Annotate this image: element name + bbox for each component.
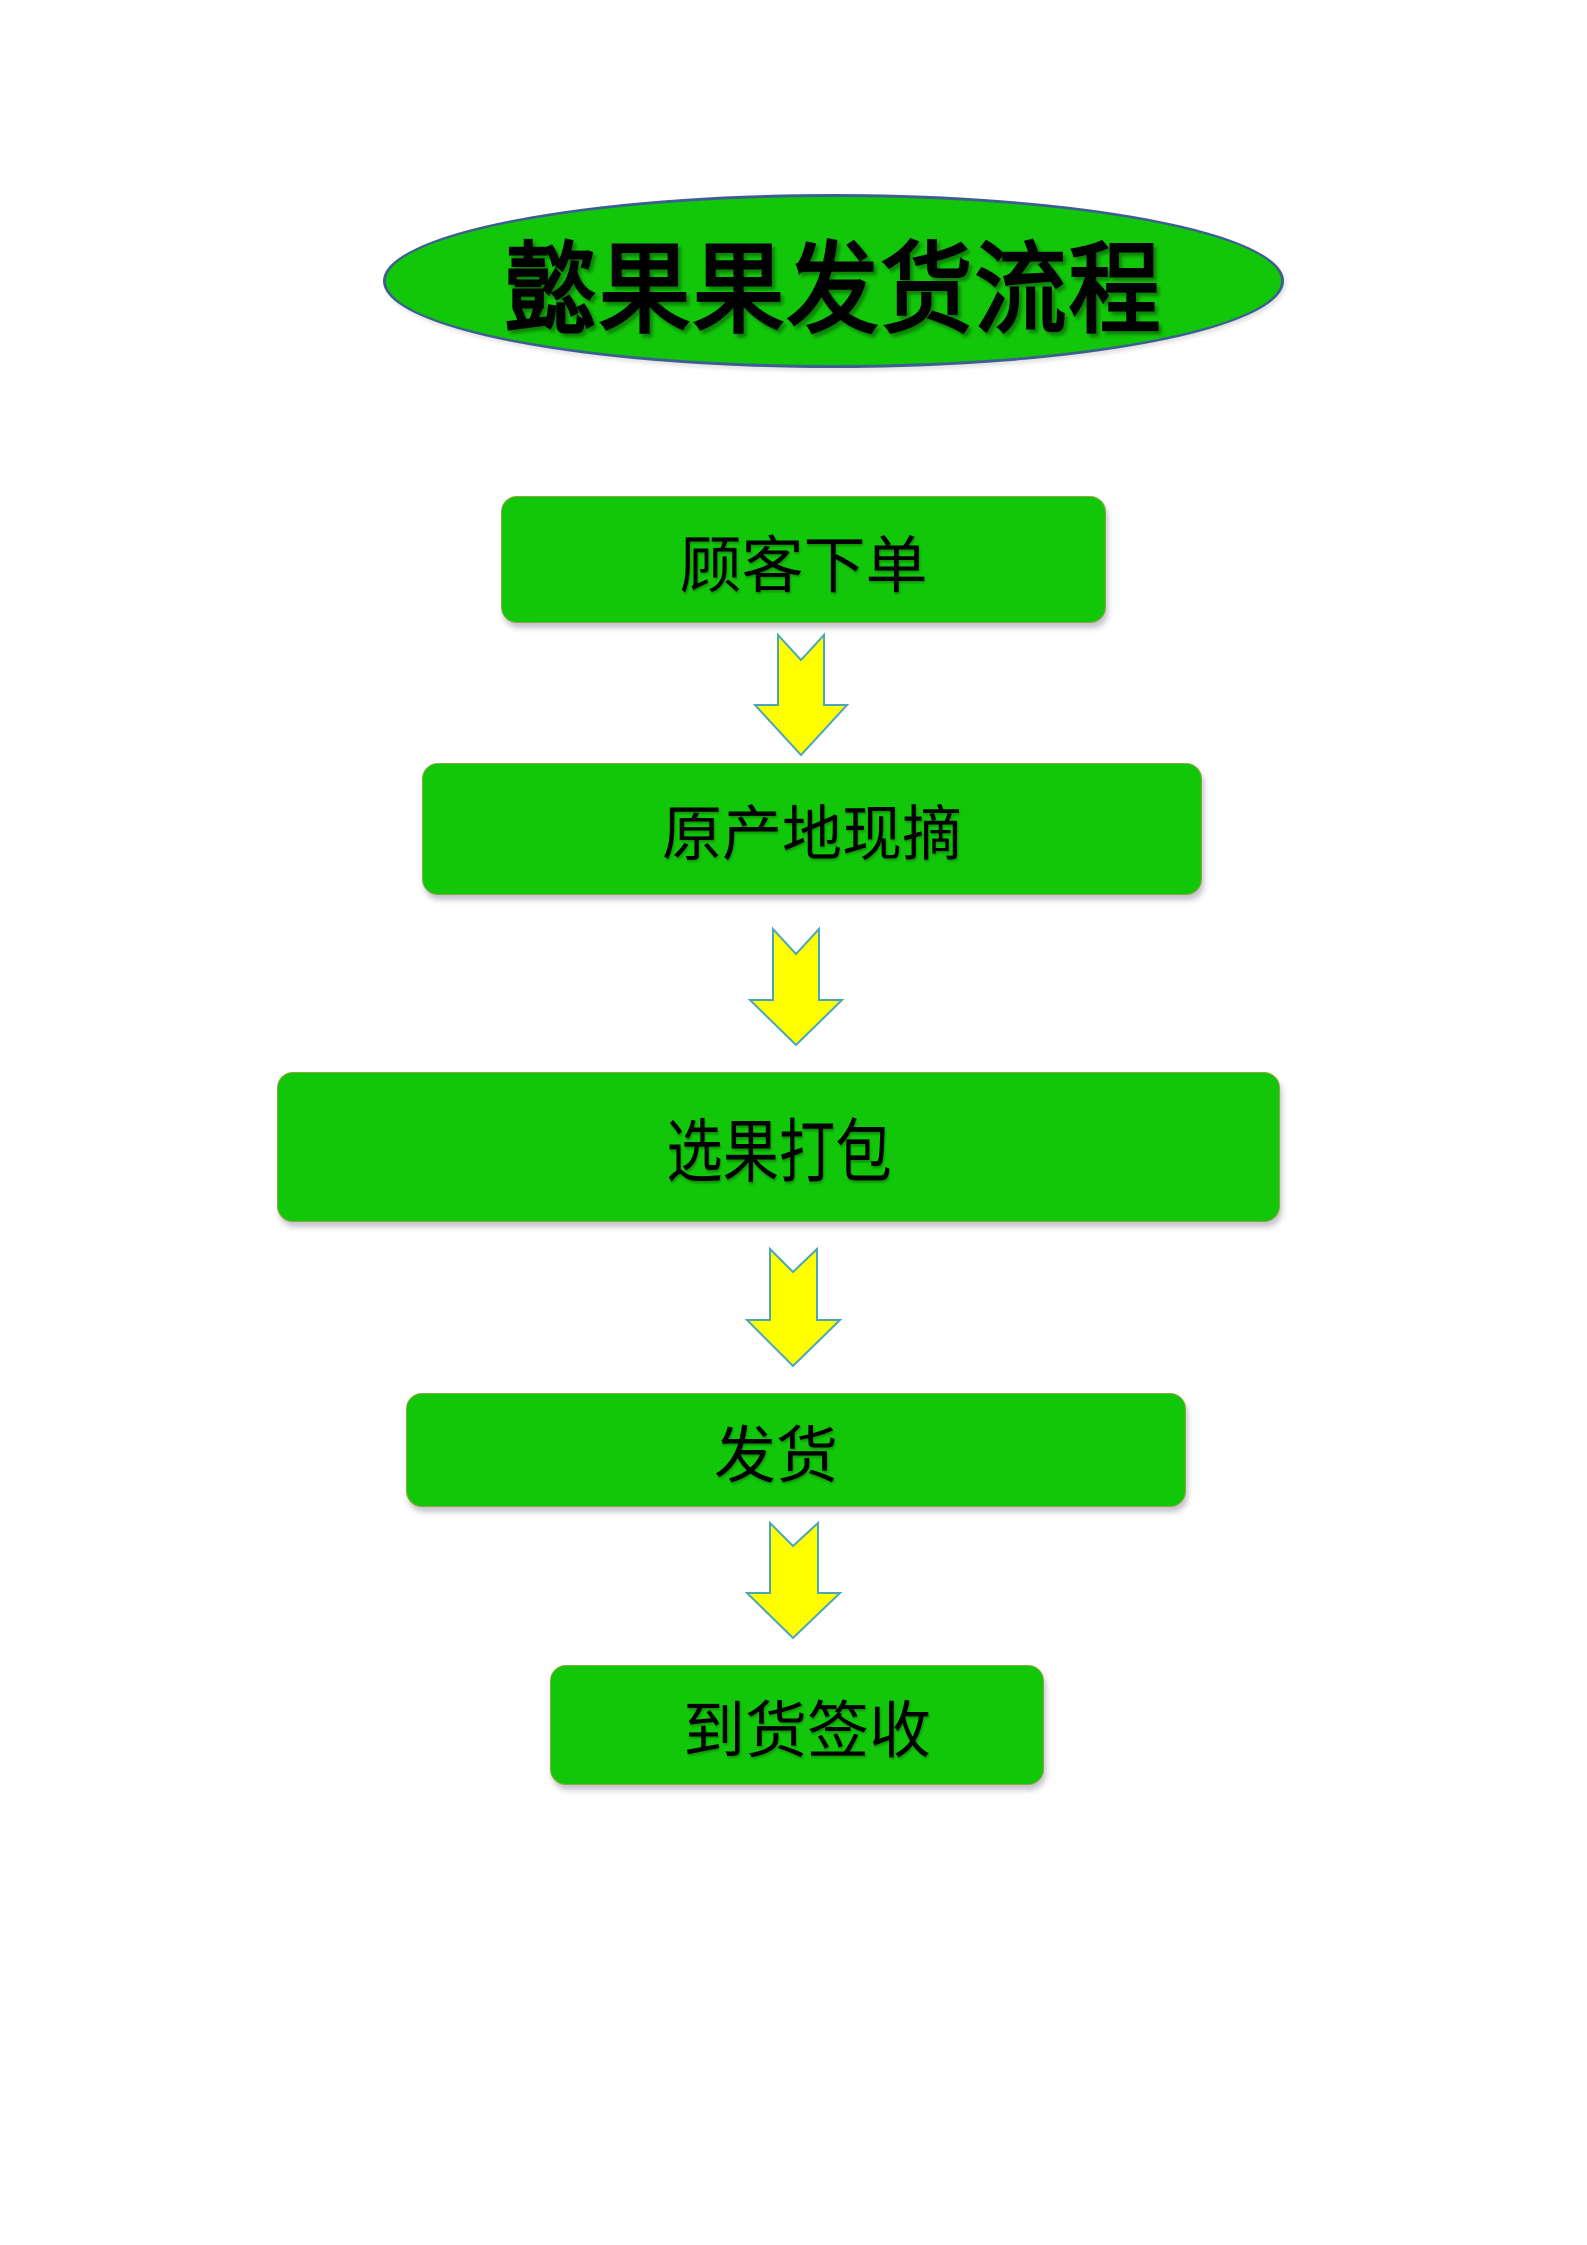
flow-step-sort-and-pack: 选果打包 [277, 1072, 1280, 1222]
down-arrow-icon [744, 1520, 843, 1640]
flow-step-label: 到货签收 [682, 1694, 931, 1767]
flow-step-label: 选果打包 [665, 1113, 892, 1194]
down-arrow-icon [744, 1246, 843, 1368]
page-title: 懿果果发货流程 [504, 230, 1163, 348]
flow-step-origin-picking: 原产地现摘 [422, 763, 1202, 895]
flow-step-label: 顾客下单 [679, 528, 928, 602]
flow-step-delivery-signoff: 到货签收 [550, 1665, 1044, 1785]
flow-step-ship: 发货 [406, 1393, 1186, 1507]
down-arrow-icon [752, 632, 850, 757]
flow-step-customer-order: 顾客下单 [501, 496, 1106, 623]
down-arrow-icon [747, 926, 845, 1047]
flow-step-label: 原产地现摘 [662, 799, 962, 870]
flow-step-label: 发货 [713, 1419, 838, 1492]
title-banner: 懿果果发货流程 [383, 194, 1284, 368]
